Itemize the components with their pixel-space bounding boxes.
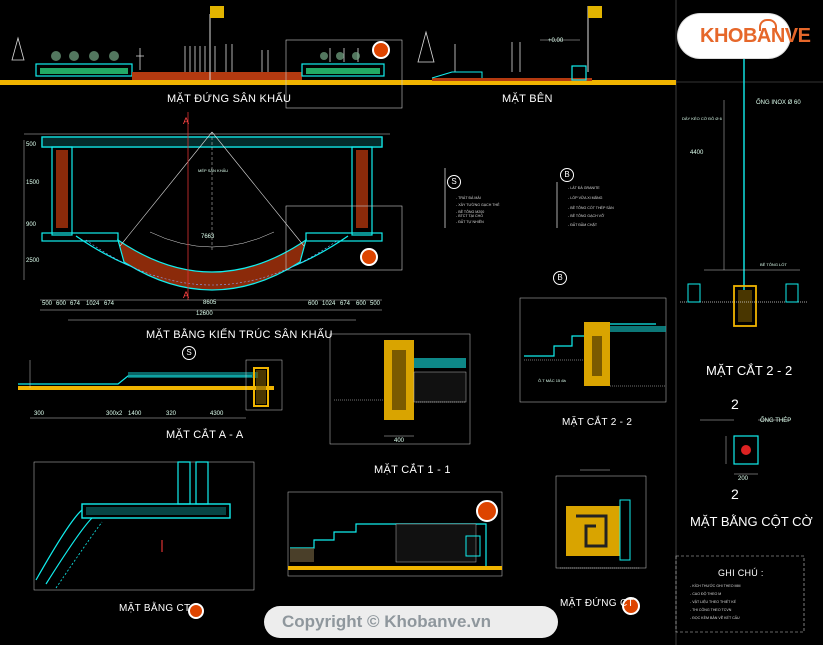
dim-height-left-1: 1500: [26, 180, 40, 186]
title-section-22-mid: MẶT CẮT 2 - 2: [562, 417, 633, 428]
detail-badge-5: [622, 597, 640, 615]
annotation-flagpole-top: ỐNG INOX Ø 60: [756, 100, 801, 106]
notes-general-1: - CAO ĐỘ THEO M: [690, 592, 722, 596]
annotation-flag-base: ỐNG THÉP: [760, 418, 792, 424]
marker-s2: S: [182, 346, 196, 360]
stage-plan: [23, 112, 403, 321]
marker-sec2: 2: [731, 396, 739, 412]
stage-elevation: [0, 6, 676, 109]
khobanve-logo: KHOBANVE: [678, 14, 811, 58]
flagpole-section: [680, 40, 808, 327]
dim-chain-left-2: 674: [70, 301, 81, 307]
notes-general-0: - KÍCH THƯỚC GHI THEO MM: [690, 584, 741, 588]
dim-chain-right-4: 500: [370, 301, 381, 307]
title-plan-ct: MẶT BẰNG CT: [119, 603, 191, 614]
dim-height-left-2: 900: [26, 222, 37, 228]
section-22-mid: [519, 297, 667, 403]
dim-plan-total: 12600: [196, 311, 213, 317]
copyright-watermark: Copyright © Khobanve.vn: [264, 606, 558, 638]
notes-s-4: - ĐẤT TỰ NHIÊN: [456, 220, 484, 224]
dim-plan-inner: 8605: [203, 300, 217, 306]
notes-b-3: - BÊ TÔNG GẠCH VỠ: [568, 214, 605, 218]
dim-section-aa-2: 1400: [128, 411, 142, 417]
marker-b: B: [560, 168, 574, 182]
annotation-plan-center: MÉP SÂN KHẤU: [198, 168, 229, 173]
dim-chain-left-1: 600: [56, 301, 67, 307]
dim-height-left-0: 500: [26, 142, 37, 148]
annotation-flagpole-note: DÂY KÉO CỜ ĐỎ Ø 6: [682, 116, 722, 121]
notes-general-2: - VẬT LIỆU THEO THIẾT KẾ: [690, 600, 737, 604]
dim-section-11: 400: [394, 438, 405, 444]
dim-section-aa-0: 300: [34, 411, 45, 417]
title-stage-plan: MẶT BẰNG KIẾN TRÚC SÂN KHẤU: [146, 329, 333, 341]
elevation-ct: [555, 469, 647, 569]
marker-sec2b: 2: [731, 486, 739, 502]
dim-chain-left-0: 500: [42, 301, 53, 307]
annotation-dim-200: 200: [738, 476, 749, 482]
notes-b-1: - LỚP VỮA XI MĂNG: [568, 196, 603, 200]
dim-height-left-3: 2500: [26, 258, 40, 264]
title-flagpole-plan: MẶT BẰNG CỘT CỜ: [690, 514, 813, 529]
dim-chain-left-4: 674: [104, 301, 115, 307]
dim-flagpole-height: 4400: [690, 150, 704, 156]
title-notes: GHI CHÚ :: [718, 568, 764, 578]
steps-elevation: [287, 491, 503, 577]
title-elevation-ct: MẶT ĐỨNG CT: [560, 598, 634, 609]
annotation-sec-label: Ô.T MÁC 15 đá: [538, 378, 566, 383]
dim-chain-right-3: 600: [356, 301, 367, 307]
annotation-elev-label: +0.00: [548, 38, 564, 44]
notes-general-3: - THI CÔNG THEO TCVN: [690, 608, 732, 612]
dim-section-aa-1: 300x2: [106, 411, 123, 417]
dim-section-aa-4: 4300: [210, 411, 224, 417]
detail-badge-4: [188, 603, 204, 619]
detail-badge-3: [476, 500, 498, 522]
dim-chain-right-2: 674: [340, 301, 351, 307]
dim-arc-radius: 7663: [201, 234, 215, 240]
notes-box: [675, 555, 805, 633]
title-side-elevation: MẶT BÊN: [502, 93, 553, 105]
title-section-11: MẶT CẮT 1 - 1: [374, 464, 451, 476]
marker-b2: B: [553, 271, 567, 285]
marker-a-bottom: A: [183, 290, 190, 300]
section-11: [329, 333, 471, 445]
notes-b-0: - LÁT ĐÁ GRANITE: [568, 186, 600, 190]
dim-chain-right-0: 600: [308, 301, 319, 307]
title-section-aa: MẶT CẮT A - A: [166, 429, 244, 441]
title-section-22-right: MẶT CẮT 2 - 2: [706, 363, 793, 378]
dim-chain-right-1: 1024: [322, 301, 336, 307]
side-elevation: [431, 6, 602, 81]
plan-ct: [33, 461, 255, 591]
detail-badge-2: [360, 248, 378, 266]
notes-s-3: - BTCT TẠI CHỖ: [456, 214, 484, 218]
flagpole-plan: [700, 419, 790, 475]
notes-s-1: - XÂY TƯỜNG GẠCH THẺ: [456, 203, 500, 207]
annotation-foundation: BÊ TÔNG LÓT: [760, 262, 787, 267]
logo-text: KHOBANVE: [700, 25, 811, 47]
roof-icon: [759, 19, 777, 31]
marker-a-top: A: [183, 116, 190, 126]
dim-section-aa-3: 320: [166, 411, 177, 417]
notes-s-0: - TRÁT ĐÁ MÀI: [456, 196, 481, 200]
notes-s-2: - BÊ TÔNG M200: [456, 210, 485, 214]
marker-s: S: [447, 175, 461, 189]
notes-general-4: - ĐỌC KÈM BẢN VẼ KẾT CẤU: [690, 616, 740, 620]
section-aa: [18, 359, 283, 419]
notes-b-4: - ĐẤT ĐẦM CHẶT: [568, 223, 598, 227]
title-stage-elevation: MẶT ĐỨNG SÂN KHẤU: [167, 93, 292, 105]
dim-chain-left-3: 1024: [86, 301, 100, 307]
notes-b-2: - BÊ TÔNG CỐT THÉP SÀN: [568, 206, 614, 210]
copyright-text: Copyright © Khobanve.vn: [282, 612, 491, 631]
detail-badge-1: [372, 41, 390, 59]
